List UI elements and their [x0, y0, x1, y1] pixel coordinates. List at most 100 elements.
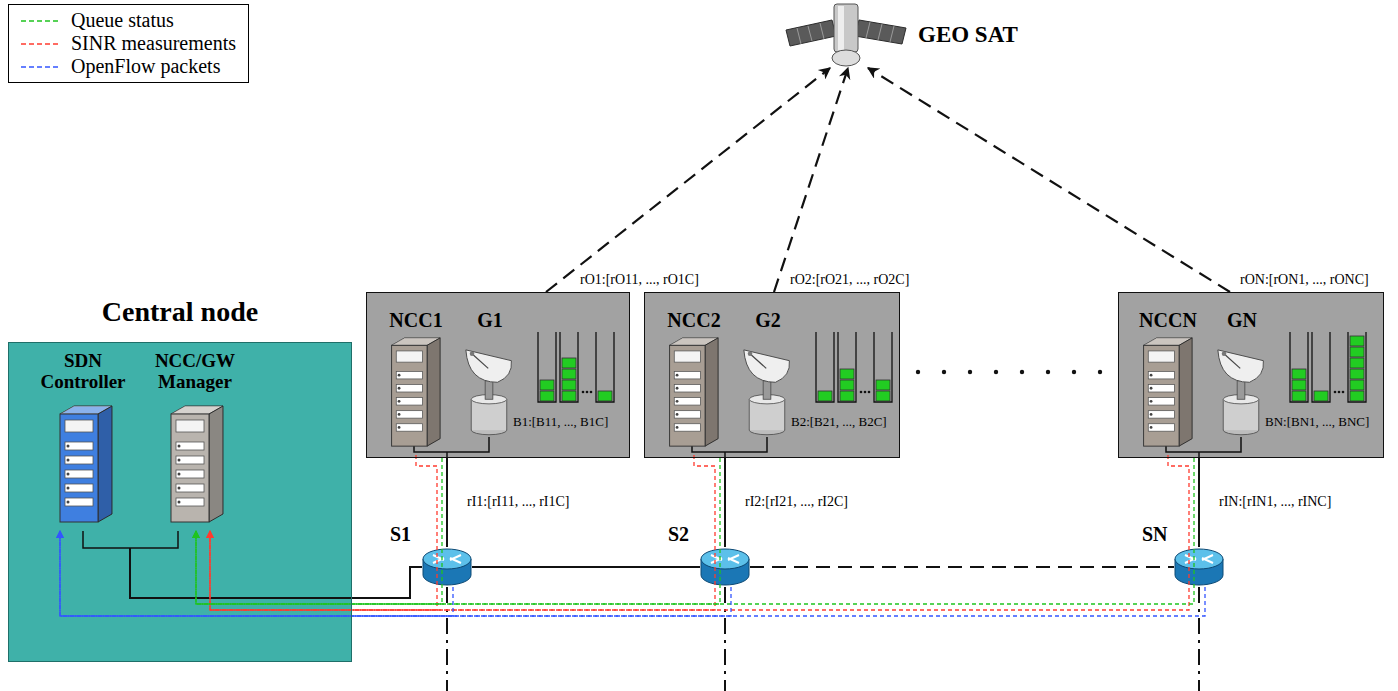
legend-sample	[21, 16, 61, 26]
dot	[916, 370, 920, 374]
node-label: NCC2	[661, 307, 727, 331]
queue-packet	[562, 380, 576, 390]
gateway-site: B1:[B11, ..., B1C] NCC1 G1	[366, 292, 630, 458]
connector	[352, 567, 422, 598]
continuation-dots	[916, 370, 1102, 374]
connector	[196, 458, 442, 604]
switch-icon	[1175, 549, 1223, 585]
dot	[1098, 370, 1102, 374]
antenna-icon	[466, 350, 512, 435]
dot	[994, 370, 998, 374]
ncc-server: NCCN	[1135, 307, 1201, 455]
legend-line	[21, 43, 61, 45]
dot	[1020, 370, 1024, 374]
queue-packet	[1314, 391, 1328, 401]
panel-grid	[866, 22, 894, 42]
legend-label: Queue status	[71, 9, 174, 32]
legend-line	[21, 20, 61, 22]
queue-packet	[840, 380, 854, 390]
sdn-switch: S2	[700, 547, 750, 587]
queue-packet	[840, 391, 854, 401]
queue-packet	[540, 391, 554, 401]
rate-vector: rON:[rON1, ..., rONC]	[1240, 272, 1369, 289]
queue-dot	[864, 391, 867, 394]
node-label: GEO SAT	[918, 22, 1018, 47]
queue-packet	[562, 358, 576, 368]
node-label: S1	[390, 523, 411, 545]
queue-dot	[1338, 391, 1341, 394]
sdn-controller: SDN Controller	[27, 349, 139, 531]
queue-dot	[868, 391, 871, 394]
queue-packet	[1350, 358, 1364, 368]
satellite-highlight	[838, 6, 844, 50]
connector	[724, 458, 726, 547]
node-label: G2	[737, 307, 799, 331]
switch-icon	[701, 549, 749, 585]
node-label: NCCN	[1135, 307, 1201, 331]
gateway-fill	[366, 292, 630, 458]
legend-sample	[21, 39, 61, 49]
gateway-site: BN:[BN1, ..., BNC] NCCN GN	[1118, 292, 1384, 458]
solar-panel	[786, 20, 836, 46]
queue-packet	[876, 391, 890, 401]
central-node: Central nodeSDN ControllerNCC/GW Manager	[8, 342, 352, 662]
lan-wire	[130, 548, 352, 598]
ncc-server-icon	[392, 338, 441, 446]
connector	[60, 531, 1205, 616]
legend-label: OpenFlow packets	[71, 55, 220, 78]
queue-packet	[562, 369, 576, 379]
rate-vector: rI2:[rI21, ..., rI2C]	[745, 494, 848, 511]
antenna-icon	[744, 350, 790, 435]
legend-entry: SINR measurements	[21, 32, 236, 55]
node-label: Central node	[9, 297, 351, 328]
satellite-body	[834, 4, 858, 52]
queue-packet	[1350, 391, 1364, 401]
node-label: GN	[1211, 307, 1273, 331]
node-label: G1	[459, 307, 521, 331]
connector	[1198, 458, 1200, 547]
ncc-server: NCC1	[383, 307, 449, 455]
queue-packet	[876, 380, 890, 390]
gateway-site: B2:[B21, ..., B2C]NCC2G2	[644, 292, 900, 458]
gateway-antenna: G1	[459, 307, 521, 455]
node-label: B1:[B11, ..., B1C]	[513, 415, 608, 429]
queue-packet	[540, 380, 554, 390]
connector	[196, 458, 720, 604]
manager-server-icon	[171, 406, 223, 522]
sdn-server-icon	[60, 406, 112, 522]
node-label: BN:[BN1, ..., BNC]	[1265, 415, 1369, 429]
connector	[750, 566, 1174, 568]
ncc-server-icon	[670, 338, 719, 446]
node-label: NCC/GW Manager	[141, 349, 249, 393]
rate-vector: rO2:[rO21, ..., rO2C]	[790, 272, 909, 289]
gateway-fill	[644, 292, 900, 458]
connector	[210, 455, 437, 610]
solar-panel	[855, 20, 906, 44]
node-label: SN	[1142, 523, 1168, 545]
connector	[83, 531, 178, 548]
queue-dot	[582, 391, 585, 394]
node-label: SDN Controller	[27, 349, 139, 393]
switch-icon	[423, 549, 471, 585]
legend-entry: Queue status	[21, 9, 236, 32]
gateway-site-art	[644, 292, 900, 458]
gateway-antenna: G2	[737, 307, 799, 455]
queue-columns	[816, 332, 892, 402]
gateway-antenna: GN	[1211, 307, 1273, 455]
queue-packet	[1350, 336, 1364, 346]
connector	[774, 68, 848, 292]
legend-line	[21, 66, 61, 68]
dot	[1072, 370, 1076, 374]
queue-packet	[1350, 347, 1364, 357]
manager-server: NCC/GW Manager	[141, 349, 249, 531]
legend-label: SINR measurements	[71, 32, 236, 55]
queue-dot	[1342, 391, 1345, 394]
queue-dot	[590, 391, 593, 394]
ncc-server-icon	[1144, 338, 1193, 446]
queue-columns	[1290, 332, 1366, 402]
dot	[942, 370, 946, 374]
queue-packet	[818, 391, 832, 401]
